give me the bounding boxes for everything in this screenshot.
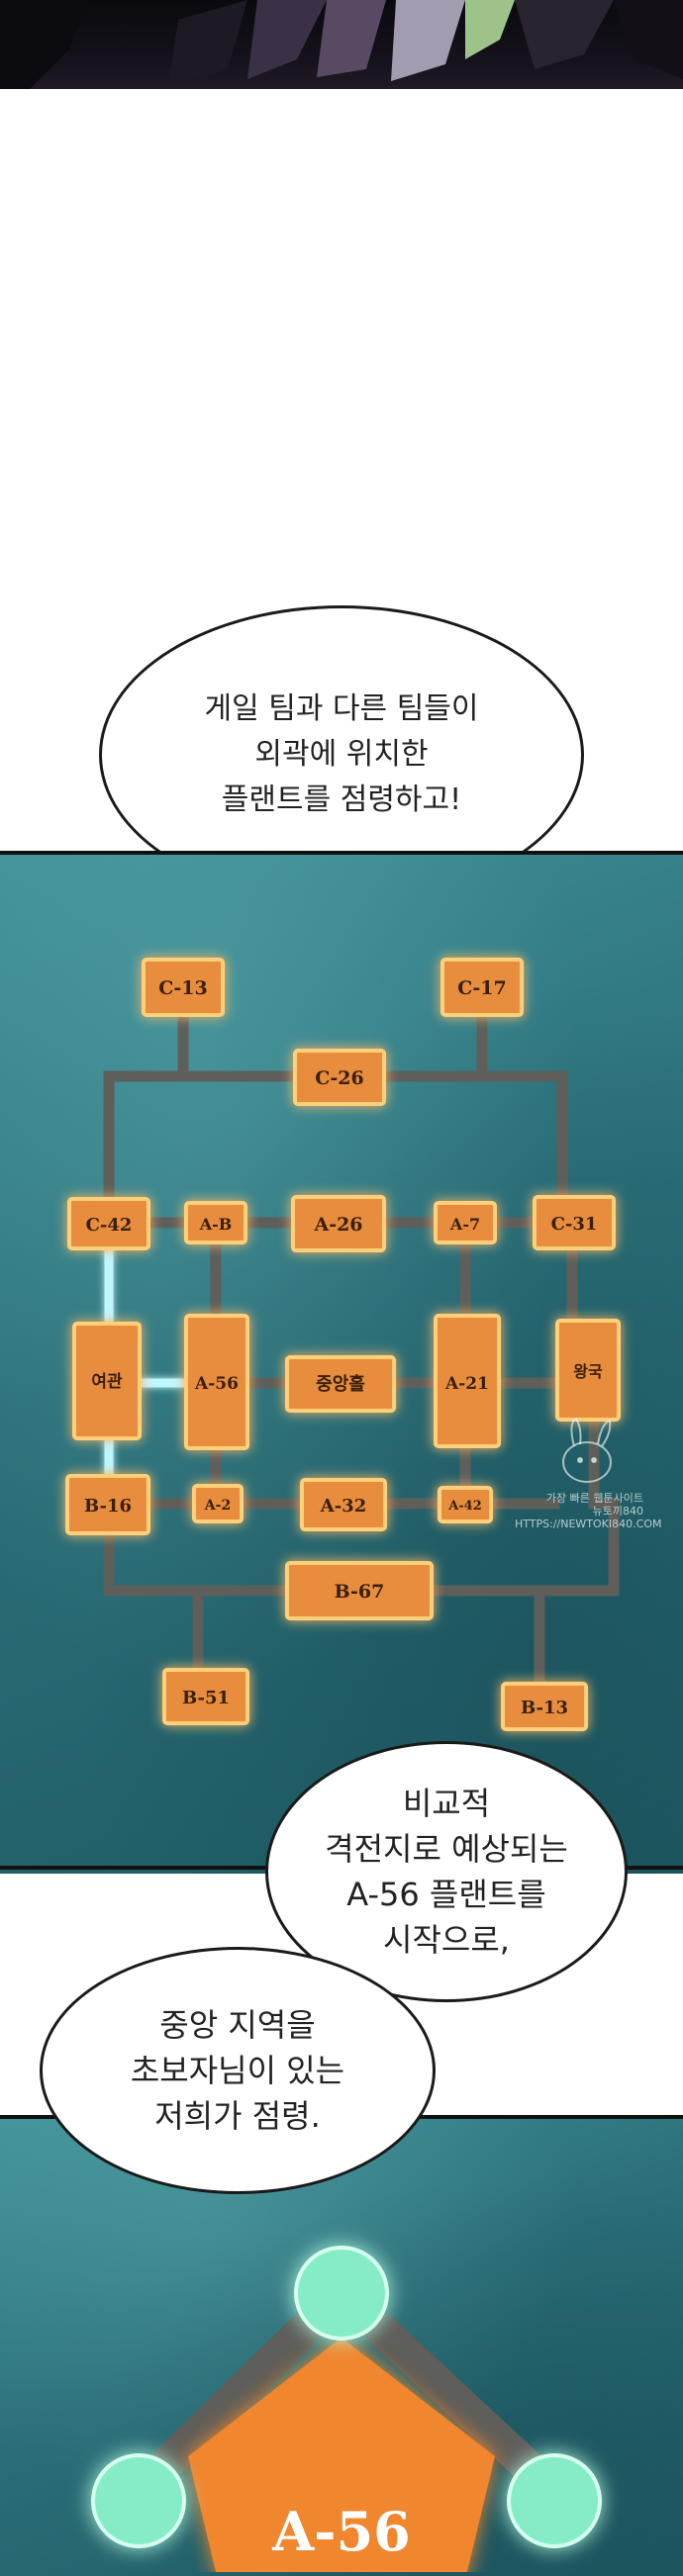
svg-text:A-2: A-2 xyxy=(204,1498,231,1514)
speech-bubble-text: 게일 팀과 다른 팀들이 외곽에 위치한 플랜트를 점령하고! xyxy=(204,691,479,817)
svg-text:A-42: A-42 xyxy=(447,1499,482,1514)
map-node-c42: C-42 xyxy=(67,1197,150,1250)
map-node-a26: A-26 xyxy=(291,1195,386,1252)
a56-plant-diagram: A-56 xyxy=(91,2246,602,2572)
watermark-line2: 뉴토끼840 xyxy=(592,1505,643,1518)
svg-text:A-32: A-32 xyxy=(320,1496,367,1517)
map-node-b51: B-51 xyxy=(162,1668,249,1725)
pentagon-vertex-left xyxy=(91,2453,186,2548)
svg-text:B-13: B-13 xyxy=(521,1698,568,1718)
svg-text:중앙홀: 중앙홀 xyxy=(316,1373,365,1395)
map-node-c31: C-31 xyxy=(533,1195,616,1250)
watermark: 가장 빠른 웹툰사이트 뉴토끼840 HTTPS://NEWTOKI840.CO… xyxy=(515,1492,662,1530)
watermark-url: HTTPS://NEWTOKI840.COM xyxy=(515,1518,662,1530)
map-node-jungang: 중앙홀 xyxy=(285,1355,396,1413)
map-nodes: C-13 C-17 C-26 C-42 A-B A-26 A-7 xyxy=(65,958,621,1731)
map-node-b13: B-13 xyxy=(501,1682,588,1731)
top-art-illustration xyxy=(0,0,683,89)
speech-bubble-text: 비교적 격전지로 예상되는 A-56 플랜트를 시작으로, xyxy=(325,1785,568,1959)
map-node-a56: A-56 xyxy=(184,1314,249,1450)
speech-bubble-a56-start: 비교적 격전지로 예상되는 A-56 플랜트를 시작으로, xyxy=(265,1741,628,2002)
svg-text:왕국: 왕국 xyxy=(573,1362,603,1381)
map-paths xyxy=(103,981,620,1696)
svg-text:C-26: C-26 xyxy=(315,1067,363,1089)
svg-text:A-21: A-21 xyxy=(444,1374,489,1394)
map-node-a32: A-32 xyxy=(300,1478,387,1531)
map-node-b67: B-67 xyxy=(285,1561,434,1620)
svg-text:여관: 여관 xyxy=(91,1372,123,1392)
map-node-ab: A-B xyxy=(184,1201,247,1244)
map-node-a21: A-21 xyxy=(434,1314,501,1448)
pentagon-vertex-top xyxy=(294,2246,389,2341)
map-node-c26: C-26 xyxy=(293,1049,386,1106)
svg-text:C-17: C-17 xyxy=(457,977,506,999)
svg-text:C-31: C-31 xyxy=(551,1214,598,1235)
svg-text:A-56: A-56 xyxy=(194,1374,239,1394)
map-node-c13: C-13 xyxy=(142,958,225,1017)
svg-text:A-26: A-26 xyxy=(313,1214,362,1236)
svg-text:A-B: A-B xyxy=(199,1215,233,1234)
pentagon-body xyxy=(188,2338,495,2572)
svg-text:B-67: B-67 xyxy=(335,1581,385,1603)
map-node-c17: C-17 xyxy=(440,958,524,1017)
speech-bubble-text: 중앙 지역을 초보자님이 있는 저희가 점령. xyxy=(130,2006,345,2135)
pentagon-vertex-right xyxy=(507,2453,602,2548)
map-node-a7: A-7 xyxy=(434,1201,497,1244)
svg-text:C-13: C-13 xyxy=(158,977,207,999)
watermark-rabbit-icon xyxy=(562,1417,612,1483)
svg-text:C-42: C-42 xyxy=(86,1215,133,1236)
map-node-b16: B-16 xyxy=(65,1474,150,1535)
map-node-a42: A-42 xyxy=(438,1486,493,1523)
svg-text:A-7: A-7 xyxy=(449,1215,480,1234)
svg-text:B-16: B-16 xyxy=(84,1496,132,1517)
pentagon-label: A-56 xyxy=(271,2500,410,2563)
top-art-fragment xyxy=(0,0,683,89)
speech-bubble-central-area: 중앙 지역을 초보자님이 있는 저희가 점령. xyxy=(40,1947,436,2194)
watermark-line1: 가장 빠른 웹툰사이트 xyxy=(545,1492,643,1505)
map-node-yeogwan: 여관 xyxy=(72,1322,142,1440)
map-node-a2: A-2 xyxy=(192,1484,244,1523)
svg-text:B-51: B-51 xyxy=(182,1688,230,1708)
plant-map: C-13 C-17 C-26 C-42 A-B A-26 A-7 xyxy=(65,958,621,1731)
map-node-wangguk: 왕국 xyxy=(555,1319,621,1422)
